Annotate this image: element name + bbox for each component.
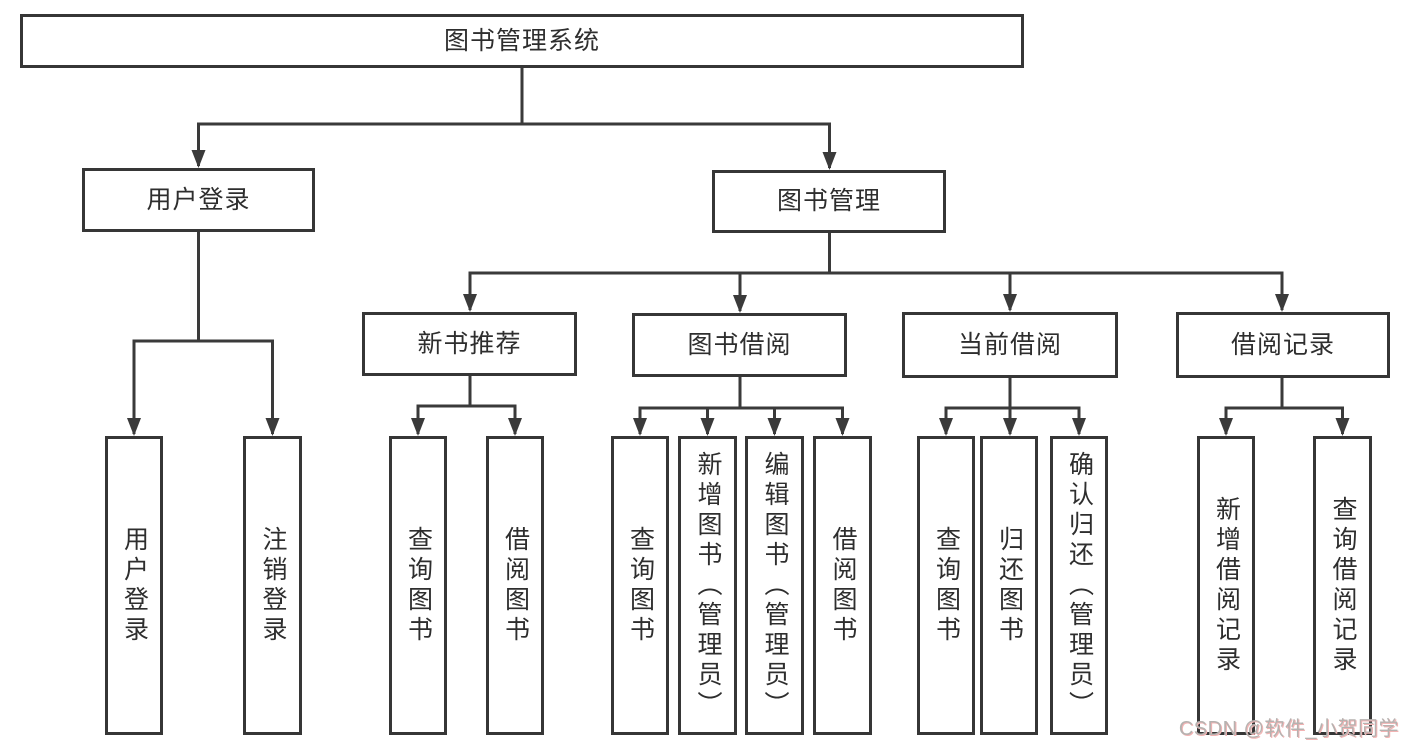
node-label: 新书推荐: [417, 329, 522, 358]
node-label: 图书管理: [776, 187, 881, 215]
node-label: 借阅图书: [501, 525, 530, 646]
leaf-query-books: 查询图书: [917, 436, 975, 735]
node-borrowing-records: 借阅记录: [1176, 312, 1390, 378]
node-label: 用户登录: [146, 185, 251, 214]
node-book-borrowing: 图书借阅: [632, 313, 847, 377]
leaf-edit-books-admin: 编辑图书（管理员）: [745, 436, 804, 735]
node-current-borrowing: 当前借阅: [902, 312, 1118, 378]
node-user-login: 用户登录: [82, 168, 315, 232]
node-label: 查询图书: [932, 525, 961, 646]
node-label: 借阅记录: [1230, 330, 1335, 359]
node-label: 查询借阅记录: [1329, 495, 1357, 676]
node-label: 注销登录: [259, 525, 287, 646]
leaf-query-books: 查询图书: [611, 436, 669, 735]
node-library-management-system: 图书管理系统: [20, 14, 1024, 68]
node-new-book-recommendation: 新书推荐: [362, 312, 577, 376]
leaf-logout: 注销登录: [243, 436, 302, 735]
node-label: 编辑图书（管理员）: [761, 450, 789, 721]
leaf-user-login: 用户登录: [105, 436, 163, 735]
node-book-management: 图书管理: [712, 170, 946, 233]
node-label: 确认归还（管理员）: [1065, 450, 1094, 721]
node-label: 查询图书: [626, 525, 655, 646]
node-label: 新增借阅记录: [1212, 495, 1241, 676]
node-label: 图书管理系统: [443, 26, 600, 55]
leaf-confirm-return-admin: 确认归还（管理员）: [1050, 436, 1108, 735]
node-label: 新增图书（管理员）: [694, 450, 722, 721]
csdn-watermark: CSDN @软件_小贺同学: [1178, 718, 1399, 740]
node-label: 用户登录: [120, 525, 149, 646]
node-label: 查询图书: [404, 525, 433, 646]
leaf-borrow-books: 借阅图书: [813, 436, 872, 735]
leaf-add-books-admin: 新增图书（管理员）: [678, 436, 737, 735]
leaf-borrow-books: 借阅图书: [486, 436, 544, 735]
leaf-query-borrow-record: 查询借阅记录: [1313, 436, 1372, 735]
node-label: 归还图书: [995, 525, 1024, 646]
leaf-query-books: 查询图书: [389, 436, 447, 735]
node-label: 图书借阅: [687, 330, 792, 359]
node-label: 借阅图书: [829, 525, 857, 646]
leaf-add-borrow-record: 新增借阅记录: [1197, 436, 1255, 735]
leaf-return-books: 归还图书: [980, 436, 1038, 735]
node-label: 当前借阅: [957, 330, 1062, 359]
